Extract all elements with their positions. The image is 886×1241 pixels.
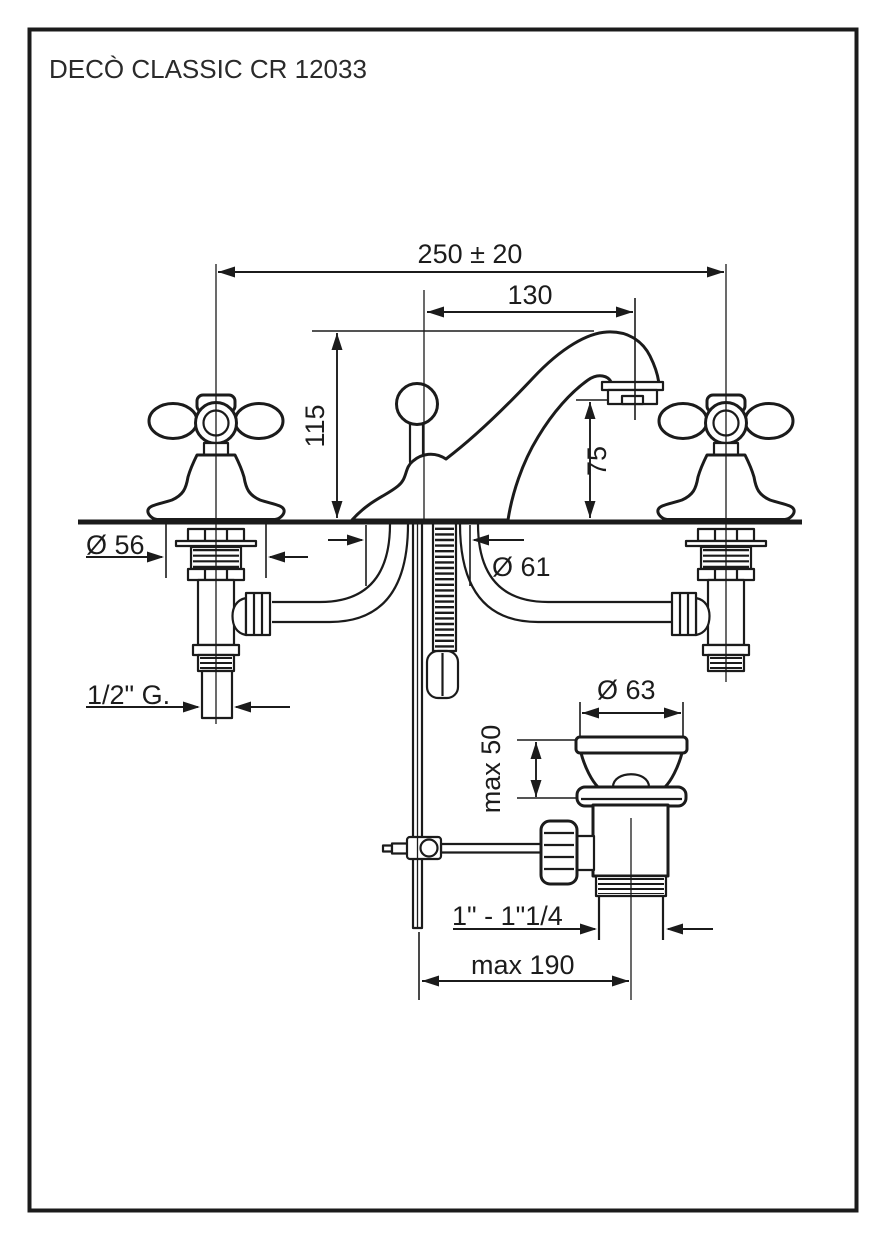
dim-label-spread: 250 ± 20: [418, 239, 523, 269]
dim-waste-thread: 1" - 1"1/4: [452, 901, 713, 935]
dim-spout-height: 115: [300, 330, 594, 518]
centerlines: [215, 264, 727, 1000]
dim-label-waste-thread: 1" - 1"1/4: [452, 901, 563, 931]
dim-label-inlet-thread: 1/2" G.: [87, 680, 170, 710]
dim-label-body-base-diameter: Ø 61: [492, 552, 551, 582]
dim-label-max-rod-reach: max 190: [471, 950, 575, 980]
dim-label-spout-height: 115: [300, 404, 330, 447]
dim-spout-reach: 130: [427, 280, 636, 420]
right-valve-under-deck: [672, 529, 766, 671]
drain-assembly: [539, 735, 689, 940]
dim-outlet-height: 75: [576, 399, 612, 518]
dim-max-rod-reach: max 190: [418, 932, 629, 1000]
dim-label-spout-reach: 130: [507, 280, 552, 310]
dim-body-base-diameter: Ø 61: [328, 525, 551, 586]
dim-waste-flange-diameter: Ø 63: [579, 675, 684, 736]
dim-label-handle-base-diameter: Ø 56: [86, 530, 145, 560]
spout-body: [350, 330, 665, 522]
dim-spread: 250 ± 20: [218, 239, 724, 278]
lift-rod-knob: [395, 382, 439, 426]
dim-handle-base-diameter: Ø 56: [86, 524, 308, 578]
dim-label-waste-flange-diameter: Ø 63: [597, 675, 656, 705]
dim-label-outlet-height: 75: [582, 446, 612, 476]
supply-pipes: [272, 523, 680, 624]
dim-label-max-deck-thickness: max 50: [476, 725, 506, 814]
page-border: [27, 27, 859, 1213]
page-title: DECÒ CLASSIC CR 12033: [49, 54, 367, 84]
left-valve-under-deck: [176, 529, 270, 720]
aerator: [600, 380, 665, 406]
dim-max-deck-thickness: max 50: [476, 725, 577, 814]
dim-inlet-thread: 1/2" G.: [86, 680, 290, 713]
